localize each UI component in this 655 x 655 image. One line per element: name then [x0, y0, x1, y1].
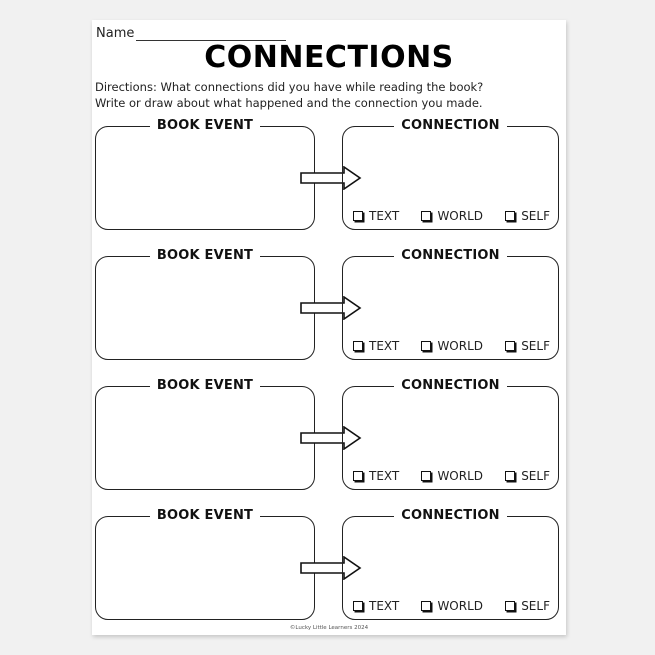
book-event-label: BOOK EVENT: [149, 378, 261, 394]
connection-box[interactable]: CONNECTION TEXT WORLD SELF: [342, 508, 559, 620]
checkbox-icon[interactable]: [421, 341, 432, 351]
checkbox-icon[interactable]: [421, 601, 432, 611]
copyright-footer: ©Lucky Little Learners 2024: [289, 625, 369, 631]
book-event-label: BOOK EVENT: [149, 118, 261, 134]
checkbox-icon[interactable]: [505, 211, 516, 221]
world-option[interactable]: WORLD: [421, 209, 483, 223]
text-option[interactable]: TEXT: [353, 209, 399, 223]
connection-box[interactable]: CONNECTION TEXT WORLD SELF: [342, 378, 559, 490]
checkbox-icon[interactable]: [421, 211, 432, 221]
book-event-label: BOOK EVENT: [149, 508, 261, 524]
world-option[interactable]: WORLD: [421, 599, 483, 613]
text-option[interactable]: TEXT: [353, 469, 399, 483]
world-option[interactable]: WORLD: [421, 469, 483, 483]
connection-box[interactable]: CONNECTION TEXT WORLD SELF: [342, 248, 559, 360]
book-event-box[interactable]: BOOK EVENT: [95, 508, 315, 620]
connection-label: CONNECTION: [394, 378, 507, 394]
checkbox-icon[interactable]: [505, 471, 516, 481]
text-option[interactable]: TEXT: [353, 339, 399, 353]
world-option[interactable]: WORLD: [421, 339, 483, 353]
checkbox-icon[interactable]: [421, 471, 432, 481]
self-option[interactable]: SELF: [505, 339, 550, 353]
checkbox-icon[interactable]: [353, 601, 363, 611]
arrow-right-icon: [300, 556, 362, 580]
connection-label: CONNECTION: [394, 118, 507, 134]
book-event-box[interactable]: BOOK EVENT: [95, 378, 315, 490]
checkbox-icon[interactable]: [505, 601, 516, 611]
connection-row-4: BOOK EVENT CONNECTION TEXT WORLD SELF: [0, 508, 655, 628]
checkbox-icon[interactable]: [353, 341, 363, 351]
page-title: CONNECTIONS: [204, 40, 454, 75]
self-option[interactable]: SELF: [505, 469, 550, 483]
self-option[interactable]: SELF: [505, 599, 550, 613]
checkbox-icon[interactable]: [505, 341, 516, 351]
checkbox-icon[interactable]: [353, 211, 363, 221]
connection-row-3: BOOK EVENT CONNECTION TEXT WORLD SELF: [0, 378, 655, 498]
book-event-box[interactable]: BOOK EVENT: [95, 118, 315, 230]
connection-label: CONNECTION: [394, 248, 507, 264]
connection-row-2: BOOK EVENT CONNECTION TEXT WORLD SELF: [0, 248, 655, 368]
arrow-right-icon: [300, 166, 362, 190]
self-option[interactable]: SELF: [505, 209, 550, 223]
directions-line-1: Directions: What connections did you hav…: [95, 80, 484, 94]
book-event-label: BOOK EVENT: [149, 248, 261, 264]
book-event-box[interactable]: BOOK EVENT: [95, 248, 315, 360]
name-label: Name: [96, 26, 135, 41]
arrow-right-icon: [300, 426, 362, 450]
arrow-right-icon: [300, 296, 362, 320]
name-line: [136, 40, 286, 41]
connection-row-1: BOOK EVENT CONNECTION TEXT WORLD SELF: [0, 118, 655, 238]
text-option[interactable]: TEXT: [353, 599, 399, 613]
connection-box[interactable]: CONNECTION TEXT WORLD SELF: [342, 118, 559, 230]
connection-label: CONNECTION: [394, 508, 507, 524]
directions-line-2: Write or draw about what happened and th…: [95, 96, 483, 110]
checkbox-icon[interactable]: [353, 471, 363, 481]
